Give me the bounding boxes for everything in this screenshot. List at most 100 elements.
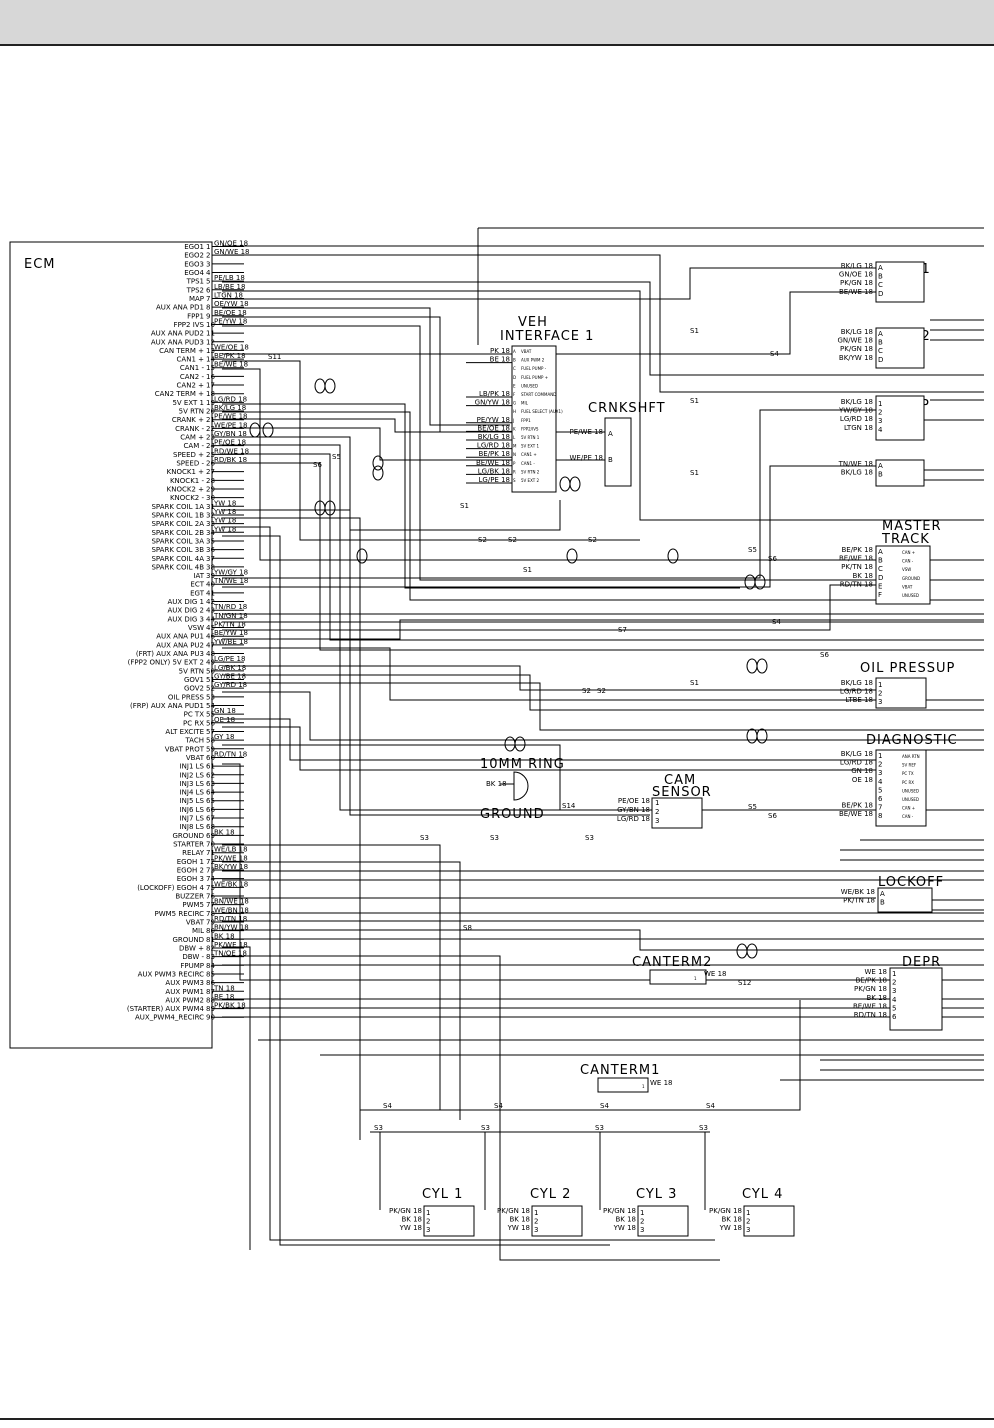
ecm-pin-number: 30 <box>206 494 215 502</box>
ecm-pin-label: DBW + <box>179 944 204 952</box>
depr-pin-letter: 3 <box>892 987 896 995</box>
ecm-pin-number: 83 <box>206 953 215 961</box>
ecm-pin-wire: GY 18 <box>214 733 234 741</box>
ecm-pin-wire: LB/BE 18 <box>214 283 245 291</box>
ecm-pin-label: INJ1 LS <box>180 763 205 771</box>
ecm-pin-wire: RD/TN 18 <box>214 915 247 923</box>
ecm-pin-wire: LG/RD 18 <box>214 395 247 403</box>
depr-pin-letter: 2 <box>892 979 896 987</box>
ecm-pin-number: 9 <box>206 312 210 320</box>
depr-pin-letter: 5 <box>892 1004 896 1012</box>
diag-pin-function: UNUSED <box>902 788 919 793</box>
ecm-pin-number: 7 <box>206 295 210 303</box>
ecm-pin-label: KNOCK1 - <box>170 477 204 485</box>
depr-title: DEPR <box>902 955 941 970</box>
ecm-pin-label: AUX ANA PUD2 <box>151 330 204 338</box>
veh-pin-wire: BE/PK 18 <box>478 450 510 458</box>
ecm-pin-label: AUX PWM1 <box>165 988 204 996</box>
twisted-pair-markers <box>249 378 768 959</box>
crnkshft-title: CRNKSHFT <box>588 401 666 416</box>
ecm-pin-number: 42 <box>206 598 215 606</box>
ecm-pin-number: 4 <box>206 269 211 277</box>
cylinder-pin-wire: PK/GN 18 <box>389 1207 422 1215</box>
splice-label: S11 <box>268 353 281 361</box>
ect-pin-wire: BK/LG 18 <box>841 469 873 477</box>
ecm-pin-label: RELAY <box>182 849 205 857</box>
ecm-box <box>9 241 213 1049</box>
veh-pin-function: CAN1 - <box>521 461 535 466</box>
splice-label: S1 <box>690 397 699 405</box>
tmap-pin-letter: 1 <box>878 400 882 408</box>
ecm-pin-label: SPEED - <box>176 460 204 468</box>
ecm-pin-wire: BE/WE 18 <box>214 361 248 369</box>
ecm-pin-number: 59 <box>206 745 215 753</box>
ecm-pin-number: 49 <box>206 659 215 667</box>
ecm-pin-number: 47 <box>206 641 215 649</box>
ego2-pin-letter: D <box>878 356 883 364</box>
ecm-pin-label: SPARK COIL 1A <box>151 503 204 511</box>
cam-subtitle: SENSOR <box>652 785 712 800</box>
cylinder-pin-wire: YW 18 <box>399 1224 422 1232</box>
canterm2-pin: 1 <box>694 976 697 981</box>
ecm-pin-number: 31 <box>206 503 215 511</box>
ecm-pin-number: 19 <box>206 399 215 407</box>
master-pin-function: CAN - <box>902 559 914 564</box>
ecm-pin-wire: YW 18 <box>213 508 236 516</box>
ecm-pin-wire: TN/RD 18 <box>213 603 247 611</box>
splice-label: S5 <box>332 453 341 461</box>
veh-pin-function: FPP1 <box>521 418 531 423</box>
depr-pin-wire: BE/WE 18 <box>853 1002 887 1010</box>
ect-pin-letter: A <box>878 462 883 470</box>
master-pin-letter: F <box>878 591 882 599</box>
cylinder-title: CYL 4 <box>742 1187 783 1202</box>
ecm-pin-label: INJ2 LS <box>180 771 205 779</box>
ecm-pin-label: CAN2 + <box>177 382 205 390</box>
diag-pin-wire: LG/RD 18 <box>840 759 873 767</box>
ect-box <box>875 459 925 487</box>
ecm-pin-number: 61 <box>206 763 215 771</box>
ecm-pin-number: 1 <box>206 243 210 251</box>
cylinder-box <box>531 1205 583 1237</box>
ecm-pin-wire: PE/YW 18 <box>214 317 247 325</box>
ecm-pin-wire: RD/BK 18 <box>214 456 247 464</box>
veh-pin-letter: N <box>513 452 516 457</box>
ecm-pin-number: 68 <box>206 823 215 831</box>
tmap-pin-wire: LTGN 18 <box>844 424 873 432</box>
veh-pin-wire: PE/YW 18 <box>477 416 510 424</box>
ecm-pin-label: INJ5 LS <box>180 797 205 805</box>
ecm-pin-label: KNOCK1 + <box>167 468 204 476</box>
splice-label: S3 <box>585 834 594 842</box>
cylinder-pin-wire: YW 18 <box>507 1224 530 1232</box>
ecm-pin-number: 6 <box>206 286 211 294</box>
ring-terminal-icon <box>500 771 529 801</box>
ego2-pin-wire: BK/LG 18 <box>841 328 873 336</box>
ecm-pin-number: 46 <box>206 633 215 641</box>
ecm-pin-wire: WE/BK 18 <box>214 880 248 888</box>
ecm-pin-label: CAM - <box>184 442 205 450</box>
wire-harness <box>222 227 984 1261</box>
splice-label: S3 <box>481 1124 490 1132</box>
header-bar <box>0 0 994 46</box>
ring-ground-label: GROUND <box>480 807 545 822</box>
ecm-pin-number: 8 <box>206 304 210 312</box>
crnkshft-pin-letter: B <box>608 456 613 464</box>
ecm-pin-wire: OE 18 <box>214 716 235 724</box>
ecm-pin-label: SPEED + <box>173 451 204 459</box>
veh-pin-function: AUX PWM 2 <box>521 358 545 363</box>
master-pin-wire: BK 18 <box>852 572 873 580</box>
cylinder-box <box>743 1205 795 1237</box>
ecm-pin-number: 81 <box>206 936 215 944</box>
cylinder-pin-wire: PK/GN 18 <box>497 1207 530 1215</box>
ecm-pin-label: AUX PWM3 <box>165 979 204 987</box>
ecm-pin-label: AUX PWM3 RECIRC <box>138 970 205 978</box>
ecm-pin-number: 25 <box>206 451 215 459</box>
ecm-pin-label: PC TX <box>184 711 205 719</box>
ecm-pin-number: 86 <box>206 979 215 987</box>
splice-label: S4 <box>772 618 781 626</box>
cam-title: CAM <box>664 773 696 788</box>
ecm-pin-number: 65 <box>206 797 215 805</box>
canterm1-pin: 1 <box>642 1084 645 1089</box>
ecm-pin-number: 66 <box>206 806 215 814</box>
